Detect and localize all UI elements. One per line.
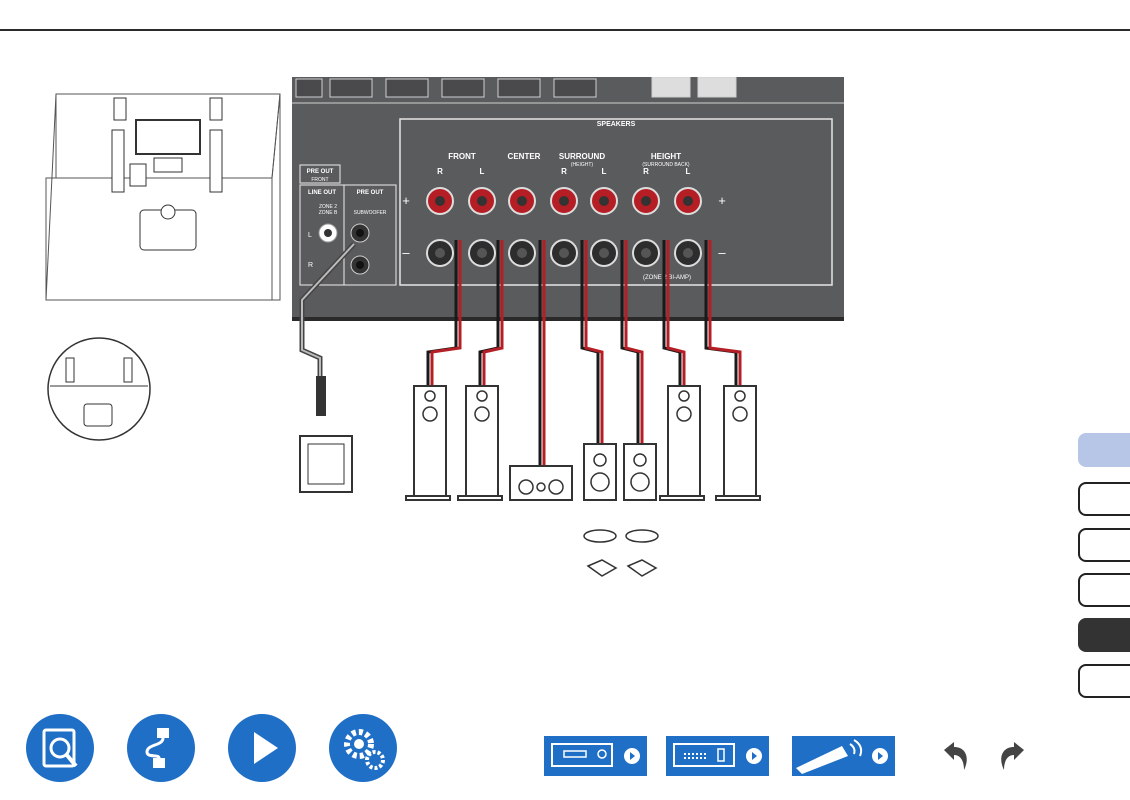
svg-text:SUBWOOFER: SUBWOOFER <box>354 210 387 216</box>
room-layout-diagram <box>45 93 281 301</box>
gear-icon <box>344 729 385 770</box>
section-tab-2[interactable] <box>1078 482 1130 516</box>
rear-panel-icon <box>673 743 762 767</box>
svg-text:LINE OUT: LINE OUT <box>308 190 336 196</box>
svg-text:ZONE B: ZONE B <box>319 210 338 216</box>
svg-text:(HEIGHT): (HEIGHT) <box>571 162 594 168</box>
section-tab-3[interactable] <box>1078 528 1130 562</box>
redo-arrow-icon[interactable] <box>994 736 1034 776</box>
remote-icon <box>796 739 888 774</box>
front-panel-button[interactable] <box>544 736 647 776</box>
svg-text:L: L <box>686 167 691 176</box>
svg-text:ZONE 2: ZONE 2 <box>319 204 337 210</box>
play-icon <box>254 732 278 764</box>
svg-text:FRONT: FRONT <box>448 152 476 161</box>
svg-text:FRONT: FRONT <box>311 177 328 183</box>
manual-magnifier-icon <box>42 728 78 768</box>
svg-text:+: + <box>718 193 726 208</box>
svg-text:R: R <box>437 167 443 176</box>
section-tab-6[interactable] <box>1078 664 1130 698</box>
svg-text:–: – <box>718 245 726 260</box>
setup-button[interactable] <box>329 714 397 782</box>
svg-text:+: + <box>402 193 410 208</box>
header-rule <box>0 29 1130 31</box>
svg-text:HEIGHT: HEIGHT <box>651 152 681 161</box>
svg-text:L: L <box>602 167 607 176</box>
svg-text:L: L <box>480 167 485 176</box>
front-panel-icon <box>551 743 640 767</box>
svg-text:CENTER: CENTER <box>508 152 541 161</box>
receiver-rear-panel: SPEAKERS FRONT CENTER SURROUND (HEIGHT) … <box>292 77 844 321</box>
table-of-contents-button[interactable] <box>26 714 94 782</box>
svg-text:(SURROUND BACK): (SURROUND BACK) <box>642 162 690 168</box>
svg-text:R: R <box>643 167 649 176</box>
svg-text:R: R <box>308 262 313 269</box>
svg-text:PRE OUT: PRE OUT <box>307 169 334 175</box>
section-tab-4[interactable] <box>1078 573 1130 607</box>
remote-button[interactable] <box>792 736 895 776</box>
connections-button[interactable] <box>127 714 195 782</box>
playback-button[interactable] <box>228 714 296 782</box>
svg-text:R: R <box>561 167 567 176</box>
svg-text:PRE OUT: PRE OUT <box>357 190 384 196</box>
rear-panel-button[interactable] <box>666 736 769 776</box>
undo-arrow-icon[interactable] <box>934 736 974 776</box>
svg-text:L: L <box>308 232 312 239</box>
svg-text:SURROUND: SURROUND <box>559 152 605 161</box>
svg-text:–: – <box>402 245 410 260</box>
speaker-wiring-diagram <box>299 240 761 577</box>
section-tab-5[interactable] <box>1078 618 1130 652</box>
ceiling-speaker-diagram <box>47 337 151 441</box>
speakers-label: SPEAKERS <box>597 121 636 128</box>
section-tab-1[interactable] <box>1078 433 1130 467</box>
cable-icon <box>145 728 169 768</box>
